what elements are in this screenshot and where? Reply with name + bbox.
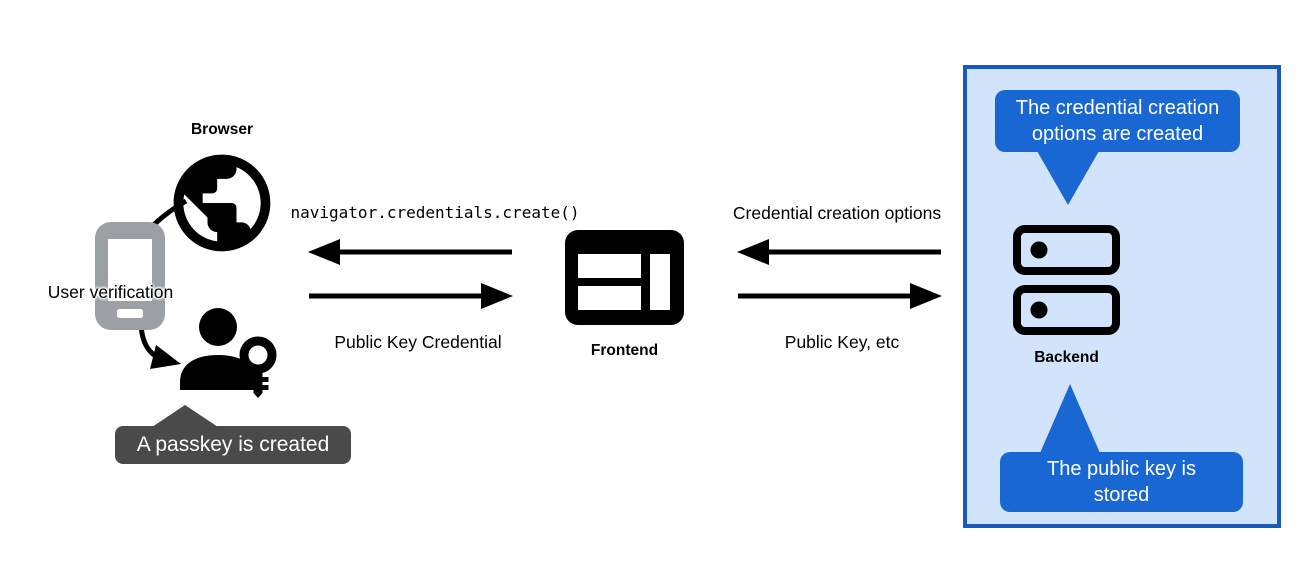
tooltip-pointer [1040, 384, 1100, 453]
passkey-created-tooltip-text: A passkey is created [136, 433, 330, 456]
browser-window-icon [565, 230, 684, 325]
options-created-tooltip-text: The credential creation options are crea… [1015, 97, 1220, 145]
arrow-frontend-to-browser [308, 239, 512, 265]
globe-icon [173, 154, 271, 252]
public-key-etc-label: Public Key, etc [784, 332, 900, 352]
options-created-tooltip: The credential creation options are crea… [995, 90, 1240, 205]
frontend-label: Frontend [590, 342, 659, 359]
person-with-key-icon [180, 308, 277, 398]
credential-creation-options-label: Credential creation options [732, 203, 942, 223]
user-verification-label: User verification [47, 282, 174, 302]
tooltip-pointer [1037, 151, 1099, 205]
server-stack-icon [1013, 225, 1120, 335]
smartphone-icon [95, 222, 165, 330]
backend-label: Backend [1034, 349, 1099, 366]
arrow-browser-to-frontend [309, 283, 513, 309]
arrow-backend-to-frontend [737, 239, 941, 265]
browser-label: Browser [190, 121, 254, 138]
tooltip-pointer [152, 405, 218, 427]
navigator-credentials-create-label: navigator.credentials.create() [290, 203, 580, 222]
public-key-stored-tooltip: The public key is stored [1000, 384, 1243, 512]
passkey-created-tooltip: A passkey is created [115, 405, 351, 464]
public-key-stored-tooltip-text: The public key is stored [1047, 458, 1196, 506]
arrow-frontend-to-backend [738, 283, 942, 309]
public-key-credential-label: Public Key Credential [334, 332, 502, 352]
